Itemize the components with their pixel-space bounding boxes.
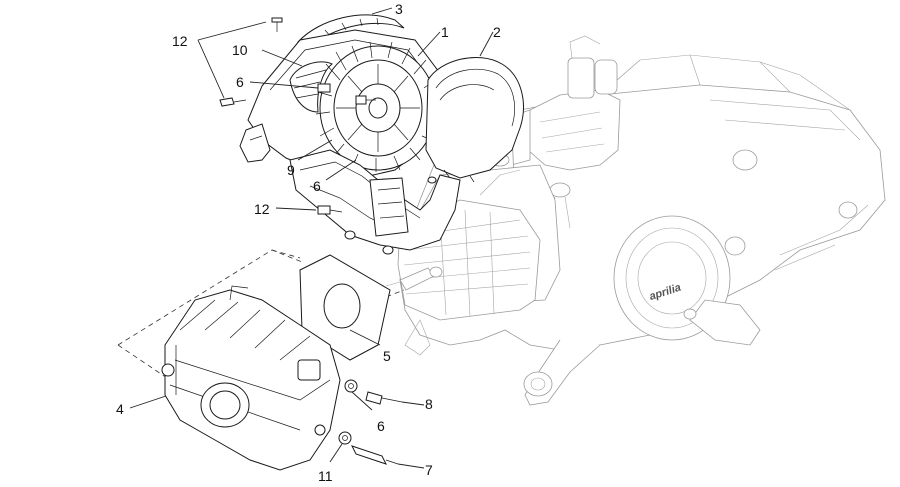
fan-screws <box>219 17 376 215</box>
callout-5: 5 <box>383 348 391 364</box>
callout-4: 4 <box>116 401 124 417</box>
callout-2: 2 <box>493 24 501 40</box>
callout-12-middle: 12 <box>254 201 270 217</box>
part-5-gasket <box>299 254 391 361</box>
callout-1: 1 <box>441 24 449 40</box>
callout-7: 7 <box>425 462 433 478</box>
part-1-cooling-fan <box>315 41 445 172</box>
bolts-and-washers <box>338 379 403 465</box>
callout-8: 8 <box>425 396 433 412</box>
part-9-air-deflector <box>289 149 461 255</box>
leader-lines <box>129 7 494 469</box>
callout-9: 9 <box>287 162 295 178</box>
callout-11: 11 <box>318 468 333 484</box>
callout-labels: 12 10 6 3 1 2 9 6 12 5 4 6 8 11 7 <box>116 1 501 484</box>
callout-10: 10 <box>232 42 248 58</box>
callout-6-bottom: 6 <box>377 418 385 434</box>
part-4-cylinder-shroud <box>161 285 341 471</box>
callout-3: 3 <box>395 1 403 17</box>
callout-12-top: 12 <box>172 33 188 49</box>
part-2-flywheel-housing <box>425 57 524 183</box>
callout-6-top: 6 <box>236 74 244 90</box>
callout-6-middle: 6 <box>313 178 321 194</box>
